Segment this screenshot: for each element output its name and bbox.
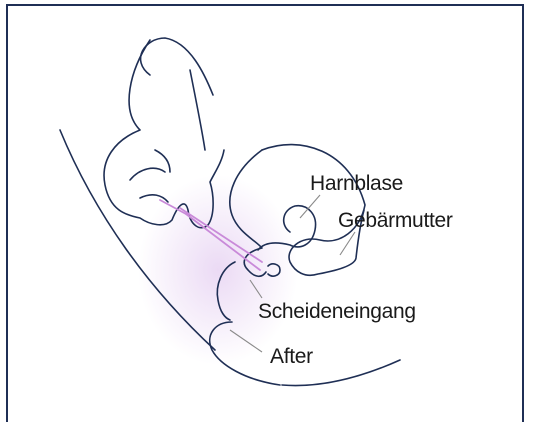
label-anus: After bbox=[270, 345, 313, 369]
wrist-outline bbox=[190, 70, 205, 150]
leader-line-uterus bbox=[340, 232, 355, 255]
label-vaginal-opening: Scheideneingang bbox=[258, 300, 416, 324]
finger-outline bbox=[130, 150, 170, 202]
label-uterus: Gebärmutter bbox=[338, 209, 453, 233]
label-bladder: Harnblase bbox=[310, 172, 403, 196]
upper-body-outline bbox=[141, 38, 213, 95]
applicator-glow bbox=[138, 175, 298, 365]
